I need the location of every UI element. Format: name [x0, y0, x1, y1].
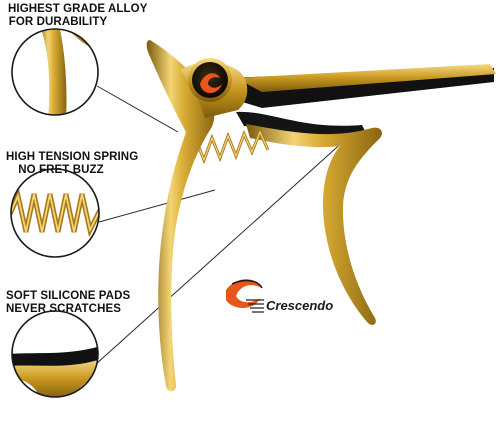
- pad-closeup: [11, 310, 99, 398]
- spring-closeup: [10, 168, 100, 258]
- callout-pads-title: SOFT SILICONE PADS NEVER SCRATCHES: [6, 290, 131, 316]
- callout-alloy-line2: FOR DURABILITY: [8, 16, 108, 28]
- callout-spring-line1: HIGH TENSION SPRING: [6, 151, 139, 163]
- callout-pads-line2: NEVER SCRATCHES: [6, 303, 122, 315]
- callout-alloy-title: HIGHEST GRADE ALLOY FOR DURABILITY: [8, 3, 148, 29]
- callout-spring-title: HIGH TENSION SPRING NO FRET BUZZ: [6, 151, 139, 177]
- callout-alloy-line1: HIGHEST GRADE ALLOY: [8, 3, 148, 15]
- knob-logo-icon: [200, 73, 222, 93]
- callout-pads-line1: SOFT SILICONE PADS: [6, 290, 131, 302]
- brand-name: Crescendo: [266, 298, 334, 313]
- lower-pad: [236, 111, 366, 136]
- callout-leader-lines: [94, 85, 346, 366]
- guitar-capo: [146, 40, 496, 392]
- crescendo-logo: [226, 279, 264, 313]
- callout-spring-line2: NO FRET BUZZ: [18, 164, 104, 176]
- alloy-closeup: [11, 28, 99, 116]
